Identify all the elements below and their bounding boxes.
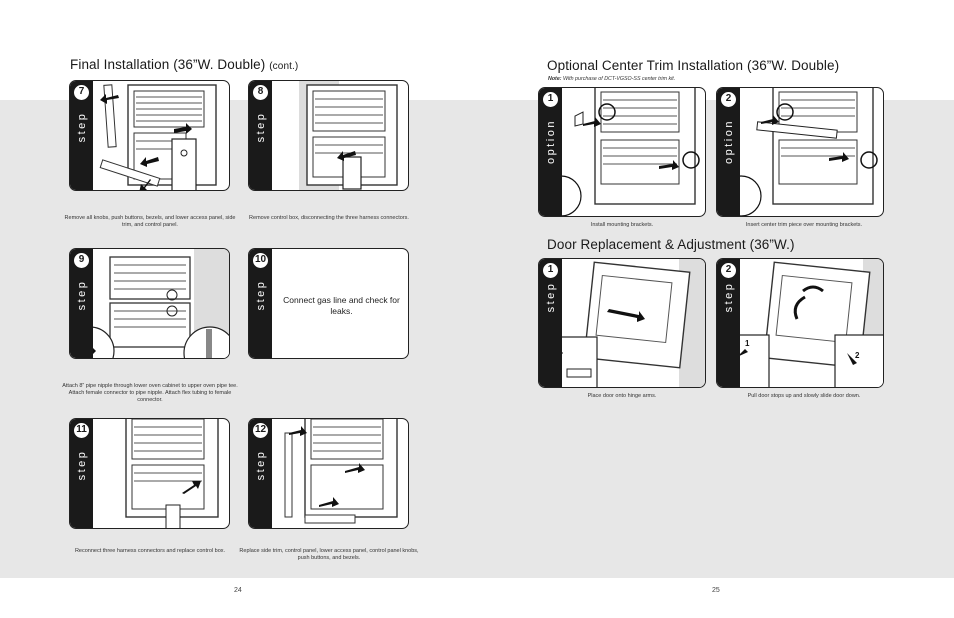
trim-section-title: Optional Center Trim Installation (36”W.…: [547, 58, 840, 73]
step-tab-label: step: [545, 281, 557, 313]
door-step-1-panel: step 1: [538, 258, 706, 388]
title-main: Final Installation (36”W. Double): [70, 57, 266, 72]
step-12-illustration: [284, 419, 398, 524]
step-8-panel: step 8: [248, 80, 409, 191]
step-tab: step: [249, 419, 272, 528]
option-2-illustration: [720, 88, 878, 216]
step-12-caption: Replace side trim, control panel, lower …: [239, 548, 419, 562]
step-11-panel: step 11: [69, 418, 230, 529]
step-number-badge: 11: [73, 422, 90, 439]
option-tab-label: option: [723, 119, 735, 164]
option-1-illustration: [540, 88, 700, 216]
step-tab-label: step: [76, 279, 88, 311]
option-number-badge: 1: [542, 91, 559, 108]
option-1-panel: option 1: [538, 87, 706, 217]
step-tab-label: step: [76, 111, 88, 143]
door-step-number-badge: 2: [720, 262, 737, 279]
step-9-caption: Attach 8” pipe nipple through lower oven…: [62, 383, 238, 404]
option-tab: option: [539, 88, 562, 216]
step-7-panel: step 7: [69, 80, 230, 191]
step-number-badge: 8: [252, 84, 269, 101]
step-number-badge: 10: [252, 252, 269, 269]
step-9-illustration: [70, 249, 229, 358]
step-tab: step: [249, 249, 272, 358]
step-10-message: Connect gas line and check for leaks.: [283, 295, 400, 316]
option-2-caption: Insert center trim piece over mounting b…: [745, 222, 863, 228]
step-number-badge: 7: [73, 84, 90, 101]
step-tab-label: step: [255, 111, 267, 143]
step-tab-label: step: [255, 449, 267, 481]
page-number-right: 25: [712, 587, 720, 594]
step-7-caption: Remove all knobs, push buttons, bezels, …: [64, 215, 236, 229]
door-step-2-caption: Pull door stops up and slowly slide door…: [747, 393, 861, 399]
door-step-2-panel: step 2 1 2: [716, 258, 884, 388]
step-8-illustration: [299, 81, 398, 190]
step-tab: step: [249, 81, 272, 190]
step-number-badge: 9: [73, 252, 90, 269]
step-tab-label: step: [723, 281, 735, 313]
note-label: Note:: [548, 76, 562, 82]
step-tab-label: step: [255, 279, 267, 311]
trim-note: Note: With purchase of DCT-VGSO-SS cente…: [548, 76, 675, 82]
step-8-caption: Remove control box, disconnecting the th…: [249, 215, 409, 221]
option-number-badge: 2: [720, 91, 737, 108]
option-2-panel: option 2: [716, 87, 884, 217]
title-suffix: (cont.): [269, 61, 299, 72]
step-tab: step: [717, 259, 740, 387]
step-tab: step: [539, 259, 562, 387]
step-11-caption: Reconnect three harness connectors and r…: [74, 548, 226, 554]
step-number-badge: 12: [252, 422, 269, 439]
callout-2: 2: [855, 351, 860, 360]
door-step-2-illustration: [717, 259, 883, 387]
step-12-panel: step 12: [248, 418, 409, 529]
door-step-number-badge: 1: [542, 262, 559, 279]
door-section-title: Door Replacement & Adjustment (36”W.): [547, 237, 795, 252]
step-tab: step: [70, 249, 93, 358]
left-page-title: Final Installation (36”W. Double) (cont.…: [70, 57, 298, 72]
page-number-left: 24: [234, 587, 242, 594]
step-9-panel: step 9: [69, 248, 230, 359]
step-7-illustration: [99, 84, 217, 190]
option-tab-label: option: [545, 119, 557, 164]
step-10-panel: step 10 Connect gas line and check for l…: [248, 248, 409, 359]
door-step-1-caption: Place door onto hinge arms.: [587, 393, 657, 399]
step-tab: step: [70, 419, 93, 528]
step-tab: step: [70, 81, 93, 190]
option-1-caption: Install mounting brackets.: [590, 222, 654, 228]
callout-1: 1: [745, 339, 750, 348]
step-tab-label: step: [76, 449, 88, 481]
step-11-illustration: [125, 419, 219, 528]
note-text: With purchase of DCT-VGSO-SS center trim…: [563, 76, 676, 82]
door-step-1-illustration: [539, 259, 705, 387]
option-tab: option: [717, 88, 740, 216]
